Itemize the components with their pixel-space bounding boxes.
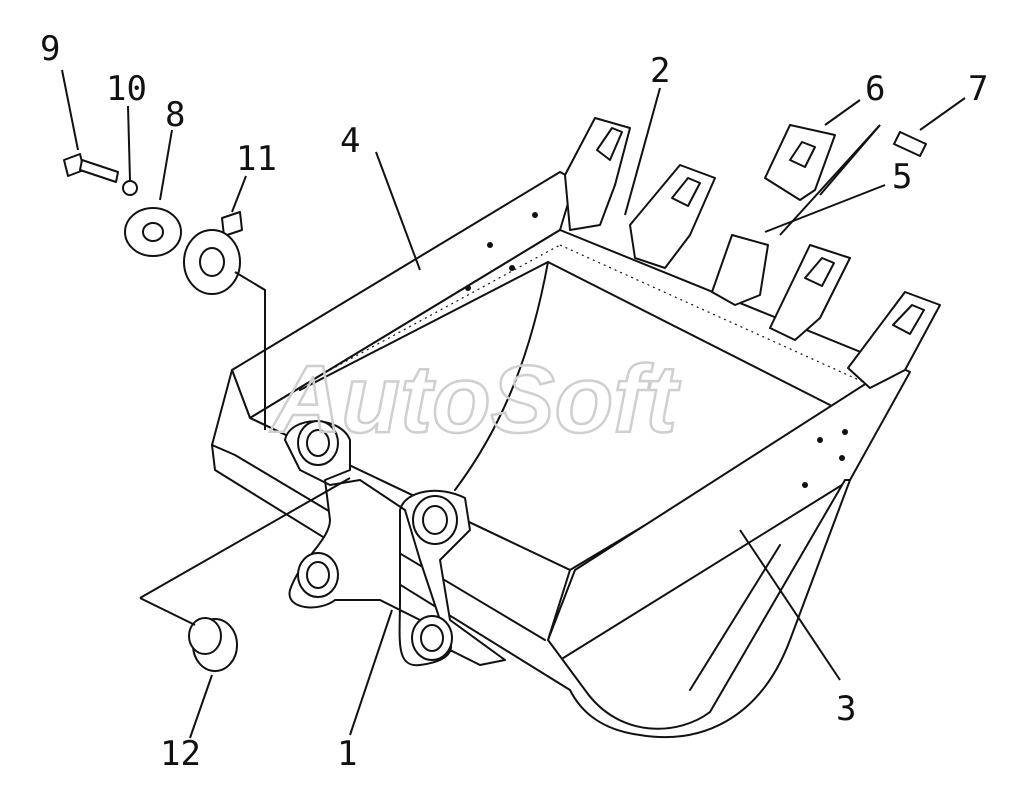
lock-nut-part-8 [124, 207, 182, 257]
tooth-point-part-6 [764, 124, 836, 201]
callout-6: 6 [865, 69, 885, 109]
bucket-teeth [564, 117, 941, 389]
callout-7: 7 [968, 69, 988, 109]
bucket-body [211, 171, 911, 739]
bolt-part-9 [63, 153, 119, 183]
callout-11: 11 [236, 139, 277, 179]
washer-part-10 [122, 180, 138, 196]
callout-2: 2 [650, 51, 670, 91]
callout-labels: 9 10 8 11 4 2 6 7 5 3 1 12 [40, 29, 988, 774]
callout-5: 5 [892, 157, 912, 197]
callout-10: 10 [106, 69, 147, 109]
callout-9: 9 [40, 29, 60, 69]
shim-part-11 [183, 211, 243, 295]
callout-3: 3 [836, 689, 856, 729]
leader-lines [61, 69, 966, 739]
callout-1: 1 [337, 734, 357, 774]
watermark: AutoSoft [270, 346, 681, 453]
pin-part-7 [893, 131, 927, 157]
callout-4: 4 [340, 121, 360, 161]
callout-8: 8 [165, 95, 185, 135]
bushing-part-12 [188, 617, 238, 672]
callout-12: 12 [160, 734, 201, 774]
